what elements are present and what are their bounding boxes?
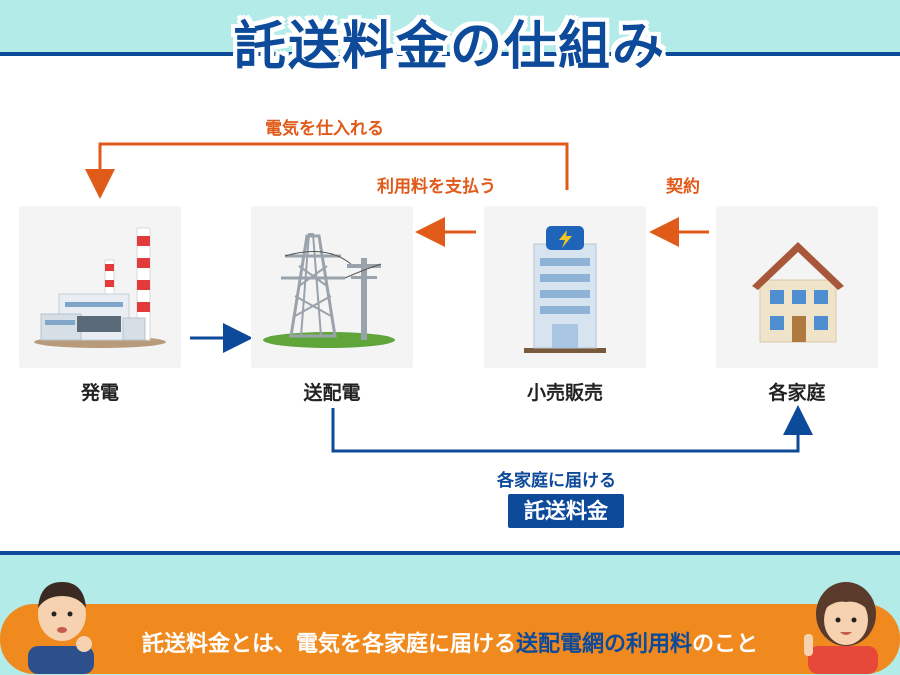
header-divider bbox=[0, 52, 900, 56]
node-label-house: 各家庭 bbox=[768, 382, 826, 404]
summary-banner bbox=[0, 604, 900, 674]
node-card-house bbox=[716, 206, 878, 368]
supply-label: 電気を仕入れる bbox=[265, 119, 384, 139]
summary-text-after: のこと bbox=[692, 632, 759, 657]
delivery-arrow bbox=[331, 405, 813, 453]
header-band bbox=[0, 0, 900, 52]
pointing-woman-icon bbox=[804, 582, 878, 674]
summary-text-highlight: 送配電網の利用料 bbox=[515, 632, 692, 657]
power-plant-icon bbox=[34, 227, 166, 348]
contract-label: 契約 bbox=[666, 177, 700, 197]
node-card-transmission bbox=[251, 206, 413, 368]
office-building-icon bbox=[524, 226, 606, 353]
summary-text: 託送料金とは、電気を各家庭に届ける送配電網の利用料のこと bbox=[0, 626, 900, 658]
summary-text-before: 託送料金とは、電気を各家庭に届ける bbox=[141, 632, 516, 657]
transmission-tower-icon bbox=[263, 233, 395, 348]
node-label-transmission: 送配電 bbox=[303, 382, 361, 404]
node-label-retail: 小売販売 bbox=[526, 382, 603, 404]
usage-fee-label: 利用料を支払う bbox=[377, 177, 496, 197]
thinking-man-icon bbox=[28, 582, 94, 674]
node-label-power-plant: 発電 bbox=[80, 382, 119, 404]
node-card-power-plant bbox=[19, 206, 181, 368]
consignment-fee-badge: 託送料金 bbox=[508, 494, 624, 528]
supply-arrow bbox=[85, 142, 569, 199]
deliver-label: 各家庭に届ける bbox=[497, 471, 616, 491]
house-icon bbox=[752, 242, 844, 343]
node-card-retail bbox=[484, 206, 646, 368]
page-title: 託送料金の仕組み bbox=[233, 17, 666, 77]
footer-divider bbox=[0, 551, 900, 555]
